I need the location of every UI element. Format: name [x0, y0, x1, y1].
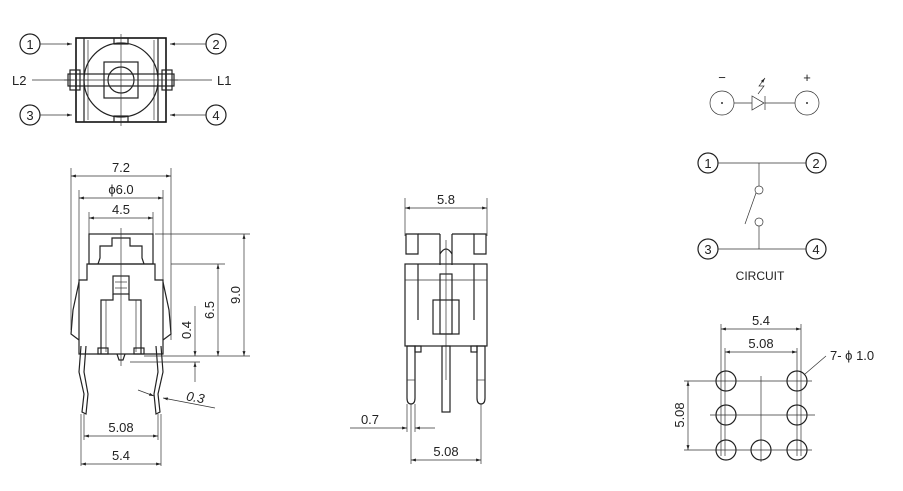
- circuit-diagram: 1 2 3 4 CIRCUIT: [697, 152, 827, 283]
- front-view: 7.2 ϕ6.0 4.5 9.0: [70, 160, 250, 466]
- switch-contact-icon: [744, 192, 757, 225]
- dim-side-5-08: 5.08: [433, 444, 458, 459]
- pin-callout-4: 4: [170, 104, 227, 126]
- dim-5-8: 5.8: [437, 192, 455, 207]
- dim-6-5: 6.5: [202, 301, 217, 319]
- dim-4-5: 4.5: [112, 202, 130, 217]
- dim-5-4: 5.4: [112, 448, 130, 463]
- svg-text:2: 2: [212, 37, 219, 52]
- hole-note: 7- ϕ 1.0: [830, 348, 874, 363]
- dim-pcb-5-08: 5.08: [748, 336, 773, 351]
- pin-callout-1: 1: [19, 33, 72, 55]
- pin-callout-3: 3: [19, 104, 72, 126]
- svg-text:4: 4: [812, 242, 819, 257]
- diode-icon: [751, 95, 765, 111]
- dim-0-7: 0.7: [361, 412, 379, 427]
- svg-text:1: 1: [704, 156, 711, 171]
- svg-text:1: 1: [26, 37, 33, 52]
- pin-callout-2: 2: [170, 33, 227, 55]
- dim-phi-6-0: ϕ6.0: [108, 182, 133, 197]
- dim-pcb-v-5-08: 5.08: [672, 402, 687, 427]
- svg-text:2: 2: [812, 156, 819, 171]
- pcb-holes: [715, 370, 808, 461]
- dim-0-3: 0.3: [185, 388, 206, 406]
- circuit-label: CIRCUIT: [736, 269, 785, 283]
- pcb-layout: 5.4 5.08 5.08 7- ϕ 1.0: [672, 313, 874, 462]
- minus-label: −: [718, 70, 726, 85]
- led-symbol: − +: [709, 70, 820, 116]
- svg-text:3: 3: [26, 108, 33, 123]
- svg-text:3: 3: [704, 242, 711, 257]
- light-arrow-icon: [757, 77, 766, 95]
- dim-pcb-5-4: 5.4: [752, 313, 770, 328]
- svg-text:4: 4: [212, 108, 219, 123]
- plus-label: +: [803, 70, 811, 85]
- dim-9-0: 9.0: [228, 286, 243, 304]
- dim-5-08: 5.08: [108, 420, 133, 435]
- side-view: 5.8 0.7 5.08: [350, 192, 488, 464]
- led-label-l1: L1: [217, 73, 231, 88]
- dim-7-2: 7.2: [112, 160, 130, 175]
- led-label-l2: L2: [12, 73, 26, 88]
- dim-0-4: 0.4: [179, 321, 194, 339]
- top-view: 1 2 3 4 L2 L1: [12, 33, 231, 126]
